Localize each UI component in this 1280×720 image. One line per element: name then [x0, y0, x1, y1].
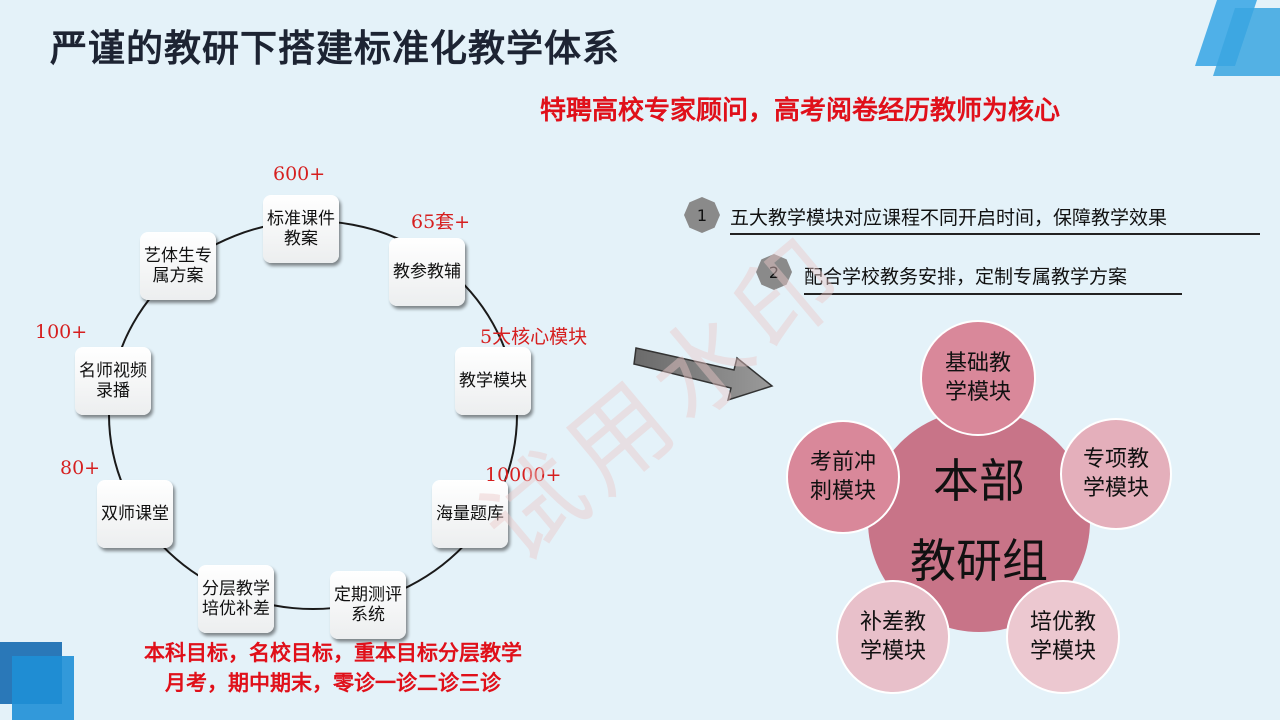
petal-basic-module: 基础教学模块 [920, 320, 1036, 436]
cycle-node-teaching-reference: 教参教辅 [389, 238, 465, 306]
cycle-node-regular-assessment: 定期测评系统 [330, 571, 406, 639]
petal-remedial-module: 补差教学模块 [836, 580, 950, 694]
page-subtitle: 特聘高校专家顾问，高考阅卷经历教师为核心 [540, 96, 1061, 126]
page-title: 严谨的教研下搭建标准化教学体系 [50, 27, 620, 70]
step-underline-1 [730, 233, 1260, 235]
count-label-10000: 10000+ [485, 464, 562, 486]
count-label-5-modules: 5大核心模块 [480, 326, 588, 348]
arrow-right-icon [633, 347, 774, 402]
bottom-text-line-2: 月考，期中期末，零诊一诊二诊三诊 [165, 671, 501, 695]
count-label-100: 100+ [35, 321, 88, 343]
step-text-2: 配合学校教务安排，定制专属教学方案 [804, 266, 1128, 288]
step-text-1: 五大教学模块对应课程不同开启时间，保障教学效果 [730, 207, 1168, 229]
cycle-node-standard-courseware: 标准课件教案 [263, 195, 339, 263]
cycle-node-dual-teacher-class: 双师课堂 [97, 480, 173, 548]
corner-decoration-top-right [1195, 0, 1280, 76]
step-badge-2: 2 [756, 254, 792, 290]
petal-special-module: 专项教学模块 [1060, 418, 1172, 530]
petal-pre-exam-module: 考前冲刺模块 [786, 420, 900, 534]
cycle-node-tiered-teaching: 分层教学培优补差 [198, 565, 274, 633]
count-label-600: 600+ [273, 163, 326, 185]
count-label-80: 80+ [60, 457, 101, 479]
cycle-node-art-sports-plan: 艺体生专属方案 [140, 232, 216, 300]
count-label-65: 65套+ [411, 211, 471, 233]
diagram-center-line-2: 教研组 [910, 534, 1048, 588]
corner-decoration-bottom-left [0, 642, 74, 720]
step-underline-2 [804, 293, 1182, 295]
bottom-text-line-1: 本科目标，名校目标，重本目标分层教学 [144, 641, 522, 665]
cycle-node-teacher-video: 名师视频录播 [75, 347, 151, 415]
diagram-center-line-1: 本部 [933, 454, 1025, 508]
cycle-node-teaching-modules: 教学模块 [455, 347, 531, 415]
cycle-node-question-bank: 海量题库 [432, 480, 508, 548]
petal-excellence-module: 培优教学模块 [1006, 580, 1120, 694]
step-badge-1: 1 [684, 197, 720, 233]
